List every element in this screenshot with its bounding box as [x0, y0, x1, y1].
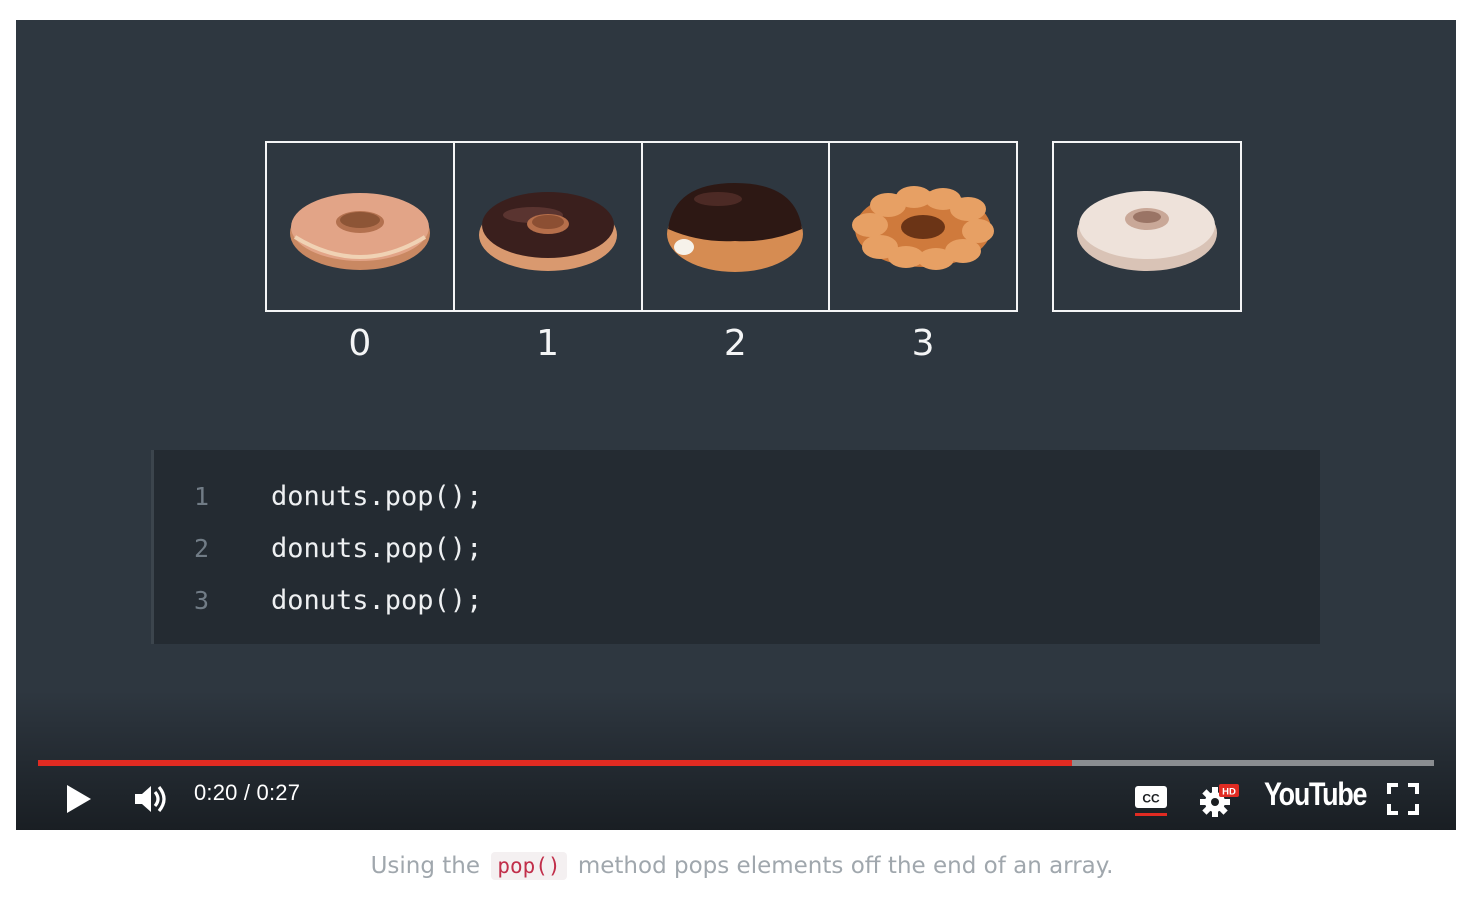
chocolate-filled-donut-icon	[667, 182, 804, 272]
cruller-donut-icon	[852, 185, 995, 270]
array-index: 1	[536, 323, 560, 364]
line-number: 1	[193, 481, 210, 511]
player-controls: 0:20 / 0:27 CC	[16, 768, 1456, 830]
line-number: 3	[193, 585, 210, 615]
gear-icon: HD	[1200, 784, 1239, 817]
video-player[interactable]: 0 1 2	[16, 20, 1456, 830]
sugar-donut-icon	[1077, 190, 1217, 271]
code-line: 1 donuts.pop();	[154, 470, 482, 522]
fullscreen-icon	[1387, 783, 1419, 815]
array-slot-2: 2	[640, 141, 831, 364]
code-text: donuts.pop();	[271, 584, 483, 616]
line-number: 2	[193, 533, 210, 563]
hd-badge: HD	[1222, 787, 1236, 798]
code-line: 3 donuts.pop();	[154, 574, 482, 626]
popped-element-slot	[1052, 141, 1242, 312]
progress-bar[interactable]	[38, 760, 1434, 766]
youtube-logo[interactable]: YouTube	[1264, 776, 1367, 812]
array-slot-0: 0	[265, 141, 455, 364]
array-index: 3	[911, 323, 935, 364]
closed-captions-icon: CC	[1135, 786, 1167, 816]
svg-text:CC: CC	[1142, 792, 1160, 806]
array-slot-3: 3	[828, 141, 1018, 364]
caption-text-start: Using the	[370, 853, 481, 879]
code-snippet: 1 donuts.pop(); 2 donuts.pop(); 3 donuts…	[151, 450, 1320, 644]
volume-button[interactable]	[130, 778, 174, 820]
video-caption: Using the pop() method pops elements off…	[0, 852, 1484, 880]
time-display: 0:20 / 0:27	[194, 780, 301, 805]
code-text: donuts.pop();	[271, 480, 483, 512]
donut-array: 0 1 2	[265, 141, 1018, 364]
captions-button[interactable]: CC	[1130, 780, 1172, 820]
array-slot-1: 1	[452, 141, 643, 364]
chocolate-frosted-donut-icon	[478, 191, 617, 271]
array-index: 0	[348, 323, 372, 364]
glazed-donut-icon	[289, 192, 430, 270]
volume-icon	[135, 785, 166, 813]
settings-button[interactable]: HD	[1198, 780, 1242, 820]
array-index: 2	[723, 323, 747, 364]
play-icon	[67, 785, 91, 813]
code-text: donuts.pop();	[271, 532, 483, 564]
progress-played	[38, 760, 1073, 766]
code-line: 2 donuts.pop();	[154, 522, 482, 574]
fullscreen-button[interactable]	[1384, 780, 1422, 818]
caption-code: pop()	[491, 852, 567, 880]
play-button[interactable]	[60, 778, 98, 820]
caption-text-end: method pops elements off the end of an a…	[577, 853, 1114, 879]
